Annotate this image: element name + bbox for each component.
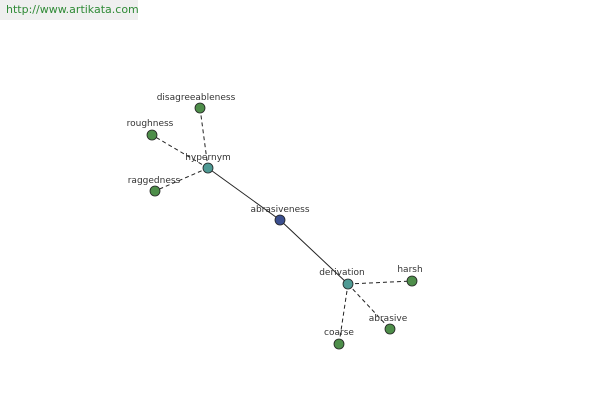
edge-derivation-abrasive (347, 283, 391, 330)
site-url-watermark: http://www.artikata.com (0, 0, 139, 20)
node-abrasiveness[interactable] (274, 214, 286, 226)
node-harsh[interactable] (406, 275, 418, 287)
graph-nodes (146, 102, 418, 350)
node-label-derivation: derivation (319, 268, 365, 278)
graph-edges (151, 107, 413, 345)
node-derivation[interactable] (342, 278, 354, 290)
edge-derivation-harsh (347, 280, 413, 285)
node-label-raggedness: raggedness (128, 176, 181, 186)
node-label-disagreeableness: disagreeableness (157, 93, 236, 103)
edge-abrasiveness-derivation (279, 219, 349, 285)
edge-hypernym-roughness (151, 134, 209, 169)
node-label-abrasive: abrasive (369, 314, 408, 324)
node-label-coarse: coarse (324, 328, 354, 338)
node-label-roughness: roughness (127, 119, 174, 129)
edge-derivation-coarse (338, 283, 349, 345)
edge-hypernym-raggedness (154, 167, 209, 192)
node-label-hypernym: hypernym (185, 153, 231, 163)
node-raggedness[interactable] (149, 185, 161, 197)
node-label-harsh: harsh (397, 265, 422, 275)
graph-labels: abrasiveness hypernym derivation disagreeab… (127, 93, 423, 338)
node-hypernym[interactable] (202, 162, 214, 174)
node-disagreeableness[interactable] (194, 102, 206, 114)
edge-abrasiveness-hypernym (207, 167, 281, 221)
node-roughness[interactable] (146, 129, 158, 141)
node-label-abrasiveness: abrasiveness (250, 205, 309, 215)
edge-hypernym-disagreeableness (199, 107, 209, 169)
node-abrasive[interactable] (384, 323, 396, 335)
node-coarse[interactable] (333, 338, 345, 350)
